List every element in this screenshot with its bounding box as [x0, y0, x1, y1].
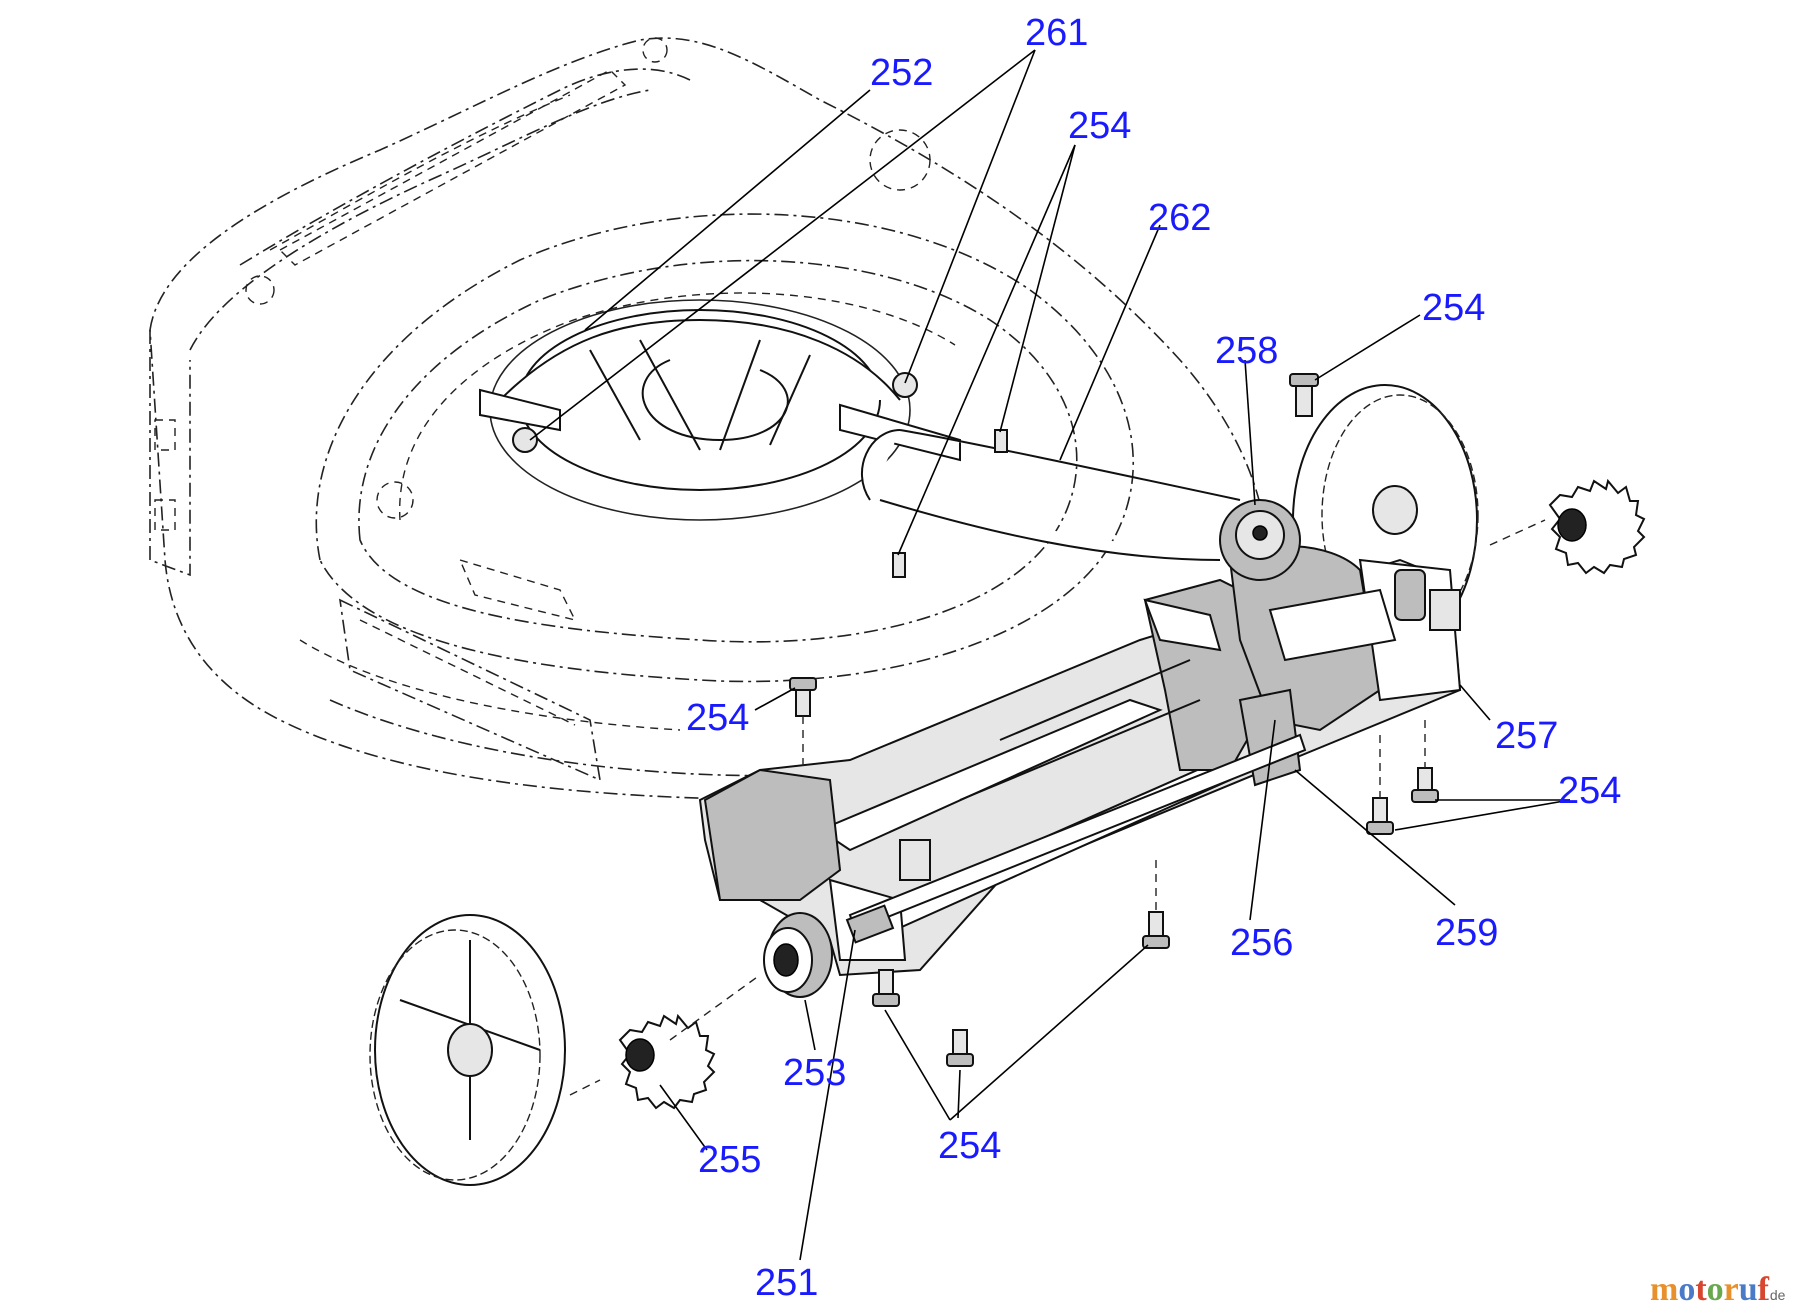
callout-262: 262 — [1148, 197, 1211, 239]
callout-253: 253 — [783, 1052, 846, 1094]
bolt-icon — [946, 1029, 974, 1067]
axle-housing — [698, 499, 1462, 977]
bolt-icon — [1366, 797, 1394, 835]
callout-254: 254 — [1068, 105, 1131, 147]
drive-belt — [860, 429, 1241, 561]
callout-254: 254 — [686, 697, 749, 739]
pinion-gear-right — [1548, 478, 1646, 575]
callout-257: 257 — [1495, 715, 1558, 757]
callout-254: 254 — [1558, 770, 1621, 812]
wheel-bearing-left — [763, 912, 833, 998]
callout-251: 251 — [755, 1262, 818, 1304]
rear-wheel-left — [369, 914, 566, 1186]
bolt-icon — [1142, 911, 1170, 949]
bolt-icon — [789, 677, 817, 717]
leader-lines — [529, 49, 1571, 1261]
callout-labels: 261 252 254 262 254 258 254 257 254 256 … — [686, 12, 1621, 1304]
watermark-logo: motoruf .de — [1650, 1271, 1786, 1308]
callout-252: 252 — [870, 52, 933, 94]
svg-text:motoruf: motoruf — [1650, 1271, 1770, 1308]
bolts — [789, 373, 1439, 1067]
callout-254: 254 — [938, 1125, 1001, 1167]
bolt-icon — [872, 969, 900, 1007]
callout-256: 256 — [1230, 922, 1293, 964]
bolt-icon — [1411, 767, 1439, 803]
callout-259: 259 — [1435, 912, 1498, 954]
callout-254: 254 — [1422, 287, 1485, 329]
mower-deck-outline — [149, 37, 1269, 801]
bolt-icon — [1289, 373, 1319, 417]
callout-261: 261 — [1025, 12, 1088, 54]
callout-258: 258 — [1215, 330, 1278, 372]
svg-text:.de: .de — [1766, 1287, 1786, 1303]
assembly-lines — [569, 519, 1546, 1096]
axle-shaft — [845, 733, 1307, 944]
blade-assembly — [479, 299, 961, 521]
pinion-gear-left — [618, 1013, 716, 1110]
callout-255: 255 — [698, 1139, 761, 1181]
